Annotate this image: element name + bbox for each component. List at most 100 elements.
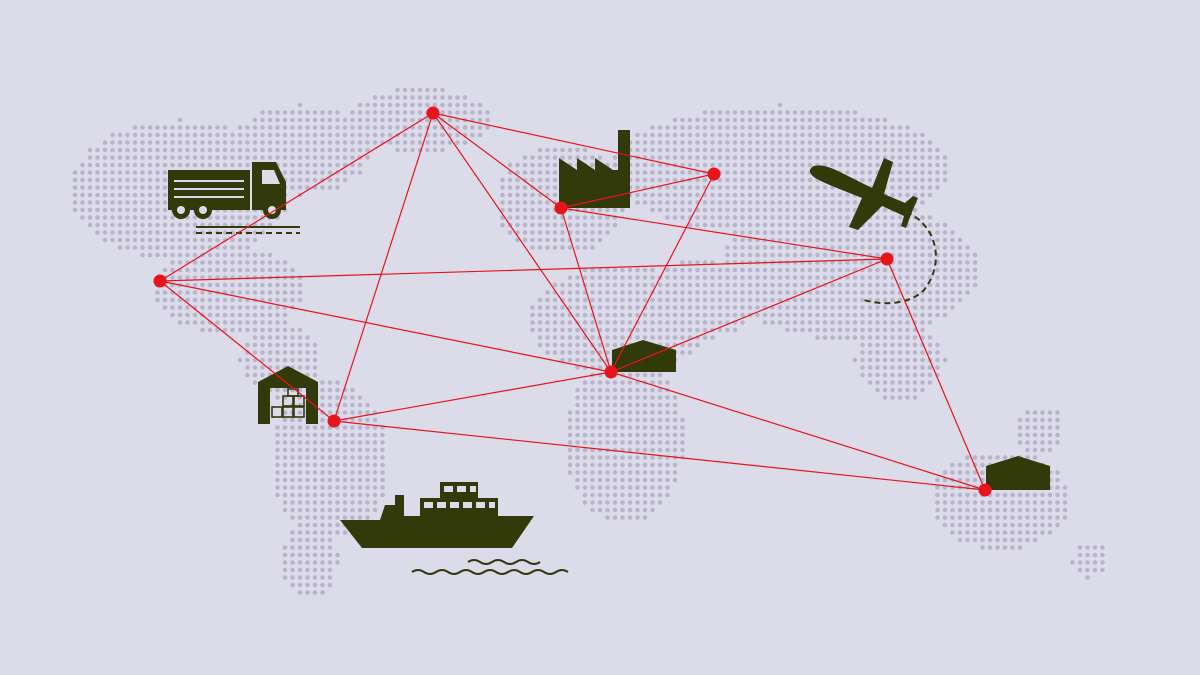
- map-dot: [305, 357, 310, 363]
- map-dot: [207, 252, 213, 258]
- map-dot: [297, 282, 303, 288]
- map-dot: [845, 267, 850, 273]
- map-dot: [530, 237, 535, 243]
- map-dot: [687, 305, 693, 310]
- map-dot: [695, 147, 700, 153]
- map-dot: [432, 125, 438, 130]
- map-dot: [942, 507, 948, 513]
- map-dot: [132, 155, 138, 160]
- map-dot: [432, 140, 438, 145]
- map-dot: [695, 342, 700, 348]
- map-dot: [575, 432, 580, 438]
- map-dot: [635, 305, 640, 310]
- map-dot: [260, 357, 265, 363]
- map-dot: [612, 402, 618, 408]
- map-dot: [297, 275, 303, 280]
- map-dot: [852, 155, 858, 160]
- map-dot: [605, 500, 610, 505]
- map-dot: [912, 252, 918, 258]
- map-dot: [620, 380, 625, 385]
- map-dot: [875, 335, 880, 340]
- map-dot: [627, 507, 633, 513]
- map-dot: [627, 485, 633, 490]
- map-dot: [87, 155, 93, 160]
- map-dot: [252, 327, 258, 333]
- map-dot: [305, 462, 310, 468]
- map-dot: [912, 162, 918, 168]
- map-dot: [1092, 560, 1098, 565]
- map-dot: [612, 162, 618, 168]
- map-dot: [237, 125, 243, 130]
- map-dot: [845, 117, 850, 123]
- map-dot: [627, 275, 633, 280]
- map-dot: [462, 95, 468, 100]
- map-dot: [777, 230, 783, 235]
- map-dot: [605, 342, 610, 348]
- map-dot: [762, 177, 768, 183]
- map-dot: [350, 425, 355, 430]
- map-dot: [590, 485, 595, 490]
- map-dot: [605, 335, 610, 340]
- map-dot: [935, 357, 940, 363]
- map-dot: [702, 132, 708, 138]
- map-dot: [597, 222, 603, 228]
- map-dot: [237, 132, 243, 138]
- map-dot: [230, 215, 235, 220]
- map-dot: [282, 552, 288, 558]
- map-dot: [590, 425, 595, 430]
- map-dot: [410, 110, 415, 115]
- map-dot: [987, 537, 993, 543]
- map-dot: [222, 132, 228, 138]
- map-dot: [980, 462, 985, 468]
- map-dot: [935, 267, 940, 273]
- map-dot: [1100, 545, 1105, 550]
- map-dot: [822, 275, 828, 280]
- map-dot: [822, 230, 828, 235]
- map-dot: [905, 177, 910, 183]
- map-dot: [575, 275, 580, 280]
- map-dot: [537, 237, 543, 243]
- map-dot: [635, 132, 640, 138]
- map-dot: [890, 320, 895, 325]
- map-dot: [732, 155, 738, 160]
- map-dot: [822, 215, 828, 220]
- map-dot: [582, 477, 588, 483]
- map-dot: [845, 110, 850, 115]
- map-dot: [245, 372, 250, 378]
- map-dot: [185, 147, 190, 153]
- map-dot: [597, 440, 603, 445]
- map-dot: [822, 237, 828, 243]
- map-dot: [297, 582, 303, 588]
- map-dot: [545, 245, 550, 250]
- map-dot: [275, 290, 280, 295]
- map-dot: [635, 140, 640, 145]
- map-dot: [267, 297, 273, 303]
- map-dot: [935, 290, 940, 295]
- map-dot: [755, 230, 760, 235]
- route-line-east-asia-to-africa: [610, 258, 888, 373]
- map-dot: [747, 290, 753, 295]
- map-dot: [890, 275, 895, 280]
- map-dot: [237, 162, 243, 168]
- map-dot: [627, 267, 633, 273]
- map-dot: [612, 440, 618, 445]
- map-dot: [747, 207, 753, 213]
- map-dot: [875, 140, 880, 145]
- map-dot: [770, 275, 775, 280]
- map-dot: [717, 312, 723, 318]
- map-dot: [642, 200, 648, 205]
- map-dot: [230, 312, 235, 318]
- map-dot: [920, 320, 925, 325]
- route-lines: [159, 112, 986, 491]
- map-dot: [717, 140, 723, 145]
- map-dot: [785, 117, 790, 123]
- map-dot: [897, 177, 903, 183]
- map-dot: [612, 492, 618, 498]
- map-dot: [312, 110, 318, 115]
- map-dot: [252, 252, 258, 258]
- map-dot: [740, 155, 745, 160]
- map-dot: [177, 222, 183, 228]
- map-dot: [950, 522, 955, 528]
- map-dot: [1047, 492, 1053, 498]
- map-dot: [965, 282, 970, 288]
